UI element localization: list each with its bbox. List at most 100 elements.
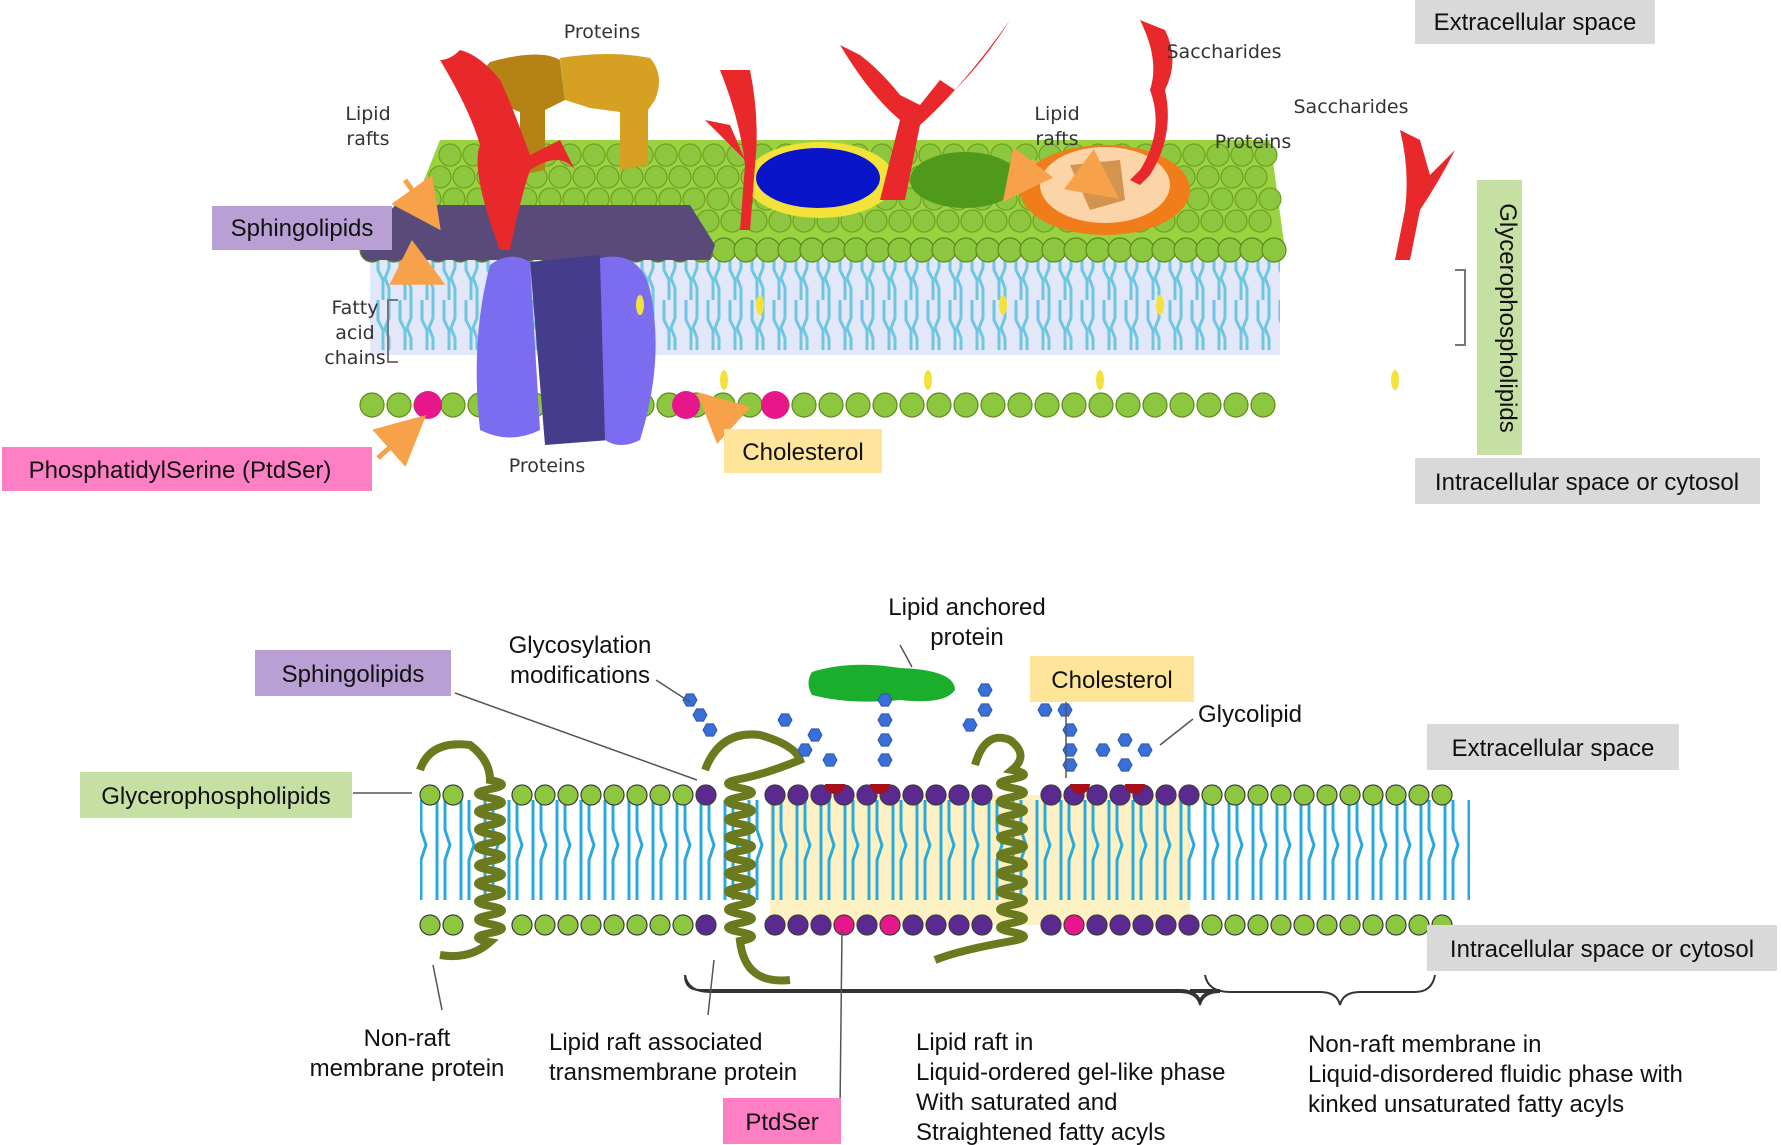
glycerophospholipid-head [720,209,744,233]
glycerophospholipid-head [1254,143,1278,167]
glycerophospholipid-head [1173,237,1199,263]
glycerophospholipid-head [1247,784,1269,806]
label-saccharides-2: Saccharides [1293,96,1408,118]
saccharide-hexagon [877,753,893,767]
glycerophospholipid-head [1362,914,1384,936]
cholesterol-head [870,784,890,794]
glycerophospholipid-head [1408,914,1430,936]
glycerophospholipid-head [1234,187,1258,211]
saccharide-hexagon [977,703,993,717]
glycerophospholipid-head [1034,392,1060,418]
leader-glycolipid [1159,718,1194,746]
glycerophospholipid-head [872,392,898,418]
glycerophospholipid-head [1186,187,1210,211]
label-phosphatidylserine: PhosphatidylSerine (PtdSer) [29,457,332,484]
glycerophospholipid-head [1385,914,1407,936]
sphingolipid-head [1155,784,1177,806]
glycerophospholipid-head [953,237,979,263]
saccharide-hexagon [1037,703,1053,717]
olive-transmembrane-proteins [416,730,1028,985]
bottom-membrane: Glycosylation modifications Lipid anchor… [80,594,1777,1145]
glycerophospholipid-head [1201,784,1223,806]
glycerophospholipid-head [582,143,606,167]
blue-protein-core [756,148,880,208]
glycerophospholipid-head [1293,914,1315,936]
glycerophospholipid-head [672,784,694,806]
glycerophospholipid-head [1223,392,1249,418]
glycerophospholipid-head [733,237,759,263]
glycerophospholipid-bracket [1455,269,1466,346]
cholesterol-head [1070,784,1090,794]
glycerophospholipid-head [603,914,625,936]
glycerophospholipid-head [442,784,464,806]
glycerophospholipid-head [1248,209,1272,233]
glycerophospholipid-head [419,784,441,806]
glycerophospholipid-head [1169,392,1195,418]
cholesterol-dot [756,295,764,315]
glycerophospholipid-head [975,237,1001,263]
glycerophospholipid-head [428,165,452,189]
sphingolipid-head [1132,914,1154,936]
glycerophospholipids-box-top [1477,180,1522,455]
glycerophospholipid-head [1041,237,1067,263]
label-lipid-rafts-mid-1: Lipid [1034,103,1079,125]
glycerophospholipid-head [865,237,891,263]
glycerophospholipid-head [984,209,1008,233]
saccharide-hexagon [1117,733,1133,747]
glycerophospholipid-head [1061,392,1087,418]
arrow-lipid-rafts-mid [1002,147,1054,202]
glycerophospholipid-head [548,165,572,189]
saccharide-hexagon [692,708,708,722]
green-raft-patch [910,152,1020,208]
glycerophospholipid-head [1201,914,1223,936]
sphingolipid-raft-region [370,205,715,260]
label-sphingolipids-top: Sphingolipids [231,215,374,242]
glycerophospholipid-head [580,784,602,806]
label-proteins-top: Proteins [564,21,641,43]
label-cholesterol-top: Cholesterol [742,439,863,466]
glycerophospholipid-head [799,237,825,263]
arrow-lipid-rafts-mid-2 [1063,149,1120,199]
glycerophospholipid-head [980,392,1006,418]
glycerophospholipid-head [1085,237,1111,263]
sphingolipid-head [764,784,786,806]
glycerophospholipid-head [596,165,620,189]
glycerophospholipid-head [620,165,644,189]
lipid-raft-transmembrane-protein [701,730,805,985]
glycerophospholipid-head [603,784,625,806]
label-glycosylation-2: modifications [510,662,650,689]
sphingolipid-head [764,914,786,936]
label-extracellular-top: Extracellular space [1434,9,1637,36]
nonraft-brace [1204,974,1436,1006]
glycerophospholipid-head [654,143,678,167]
glycerophospholipid-head [1142,392,1168,418]
glycerophospholipid-head [936,209,960,233]
glycerophospholipid-head [1019,237,1045,263]
label-fatty-3: chains [324,347,385,369]
glycerophospholipid-head [534,914,556,936]
glycerophospholipid-head [440,392,466,418]
sphingolipid-head [1155,914,1177,936]
glycerophospholipid-head [511,784,533,806]
sphingolipid-head [1109,784,1131,806]
sphingolipid-head [1109,914,1131,936]
sphingolipid-head [1040,784,1062,806]
extracellular-box-top [1415,0,1655,44]
sphingolipid-head [1040,914,1062,936]
label-sphingolipids-bottom: Sphingolipids [282,661,425,688]
glycerophospholipid-head [702,143,726,167]
lipid-raft-transmembrane-protein-2 [933,733,1028,964]
ptdser-head [879,914,901,936]
sphingolipid-head [787,784,809,806]
cholesterol-box-bottom [1030,656,1194,702]
glycerophospholipid-head [1247,914,1269,936]
glycerophospholipid-head [1316,914,1338,936]
saccharide-hexagon [1062,758,1078,772]
glycerophospholipid-head [1339,914,1361,936]
glycerophospholipid-head [626,914,648,936]
leader-ptdser [839,929,843,1111]
glycerophospholipid-head [755,237,781,263]
sphingolipid-head [810,914,832,936]
glycerophospholipid-head [1129,237,1155,263]
